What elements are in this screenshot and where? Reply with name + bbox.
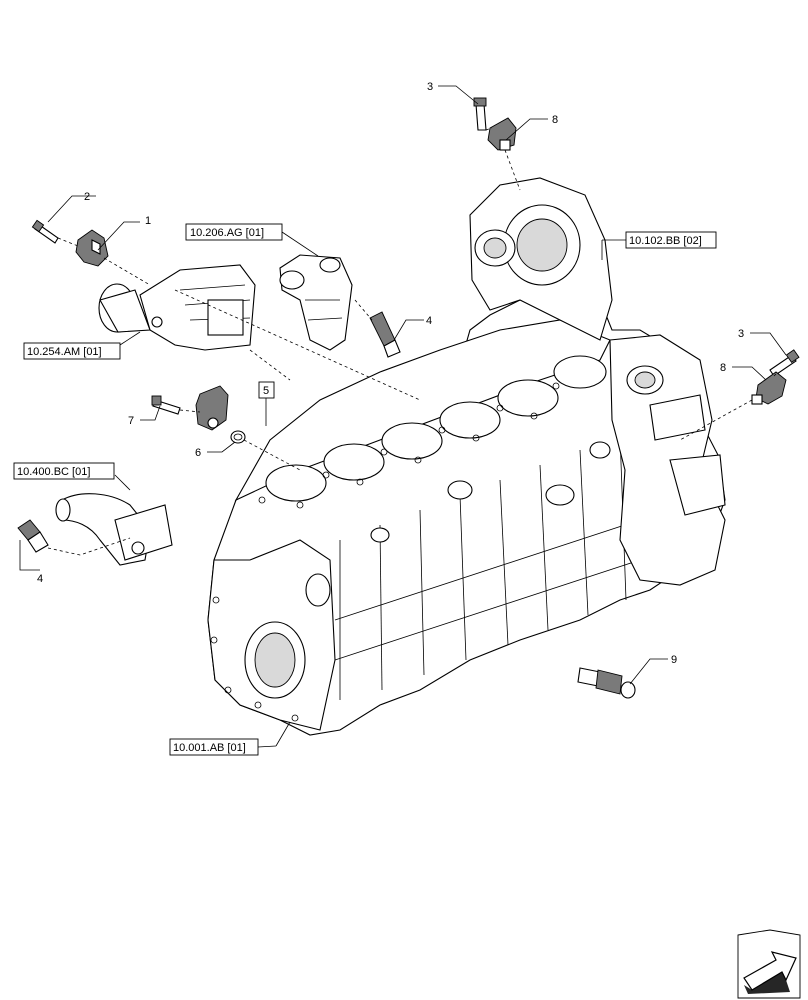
callout-7: 7 [128, 415, 134, 427]
callout-4-upper: 4 [426, 315, 432, 327]
coolant-pipe [55, 493, 173, 566]
callout-9: 9 [671, 654, 677, 666]
ref-10-400-bc[interactable]: 10.400.BC [01] [17, 466, 90, 478]
speed-sensor-8-right [751, 371, 787, 405]
next-page-arrow-icon[interactable] [737, 929, 801, 999]
ref-10-206-ag[interactable]: 10.206.AG [01] [190, 227, 264, 239]
pressure-switch-9 [577, 667, 636, 699]
o-ring-6 [230, 430, 246, 444]
pressure-sensor-1 [75, 229, 109, 267]
callout-4-left: 4 [37, 573, 43, 585]
callout-8-right: 8 [720, 362, 726, 374]
flywheel-housing [469, 177, 613, 341]
bracket-assembly [279, 254, 353, 351]
rear-housing [609, 334, 726, 586]
callout-labels: 1 2 3 3 4 4 6 7 8 8 9 5 [37, 81, 744, 666]
temperature-sensor-4-left [17, 519, 49, 553]
callout-3-right: 3 [738, 328, 744, 340]
callout-8-top: 8 [552, 114, 558, 126]
leader-lines [19, 85, 787, 747]
reference-labels: 10.206.AG [01] 10.102.BB [02] 10.254.AM … [13, 223, 717, 756]
engine-block [207, 289, 726, 736]
callout-2: 2 [84, 191, 90, 203]
callout-5: 5 [263, 385, 269, 397]
bolt-2 [31, 219, 59, 244]
callout-3-top: 3 [427, 81, 433, 93]
temperature-sensor-4-upper [369, 311, 401, 358]
ref-10-254-am[interactable]: 10.254.AM [01] [27, 346, 102, 358]
bolt-7 [151, 395, 181, 415]
bolt-3-top [473, 97, 487, 131]
callout-6: 6 [195, 447, 201, 459]
thermostat-housing [98, 264, 256, 351]
pressure-sensor-5 [195, 385, 229, 431]
assembly-lines [47, 127, 777, 556]
bolt-3-right [769, 349, 800, 377]
ref-10-001-ab[interactable]: 10.001.AB [01] [173, 742, 246, 754]
callout-1: 1 [145, 215, 151, 227]
speed-sensor-8-top [487, 117, 517, 151]
ref-10-102-bb[interactable]: 10.102.BB [02] [629, 235, 702, 247]
